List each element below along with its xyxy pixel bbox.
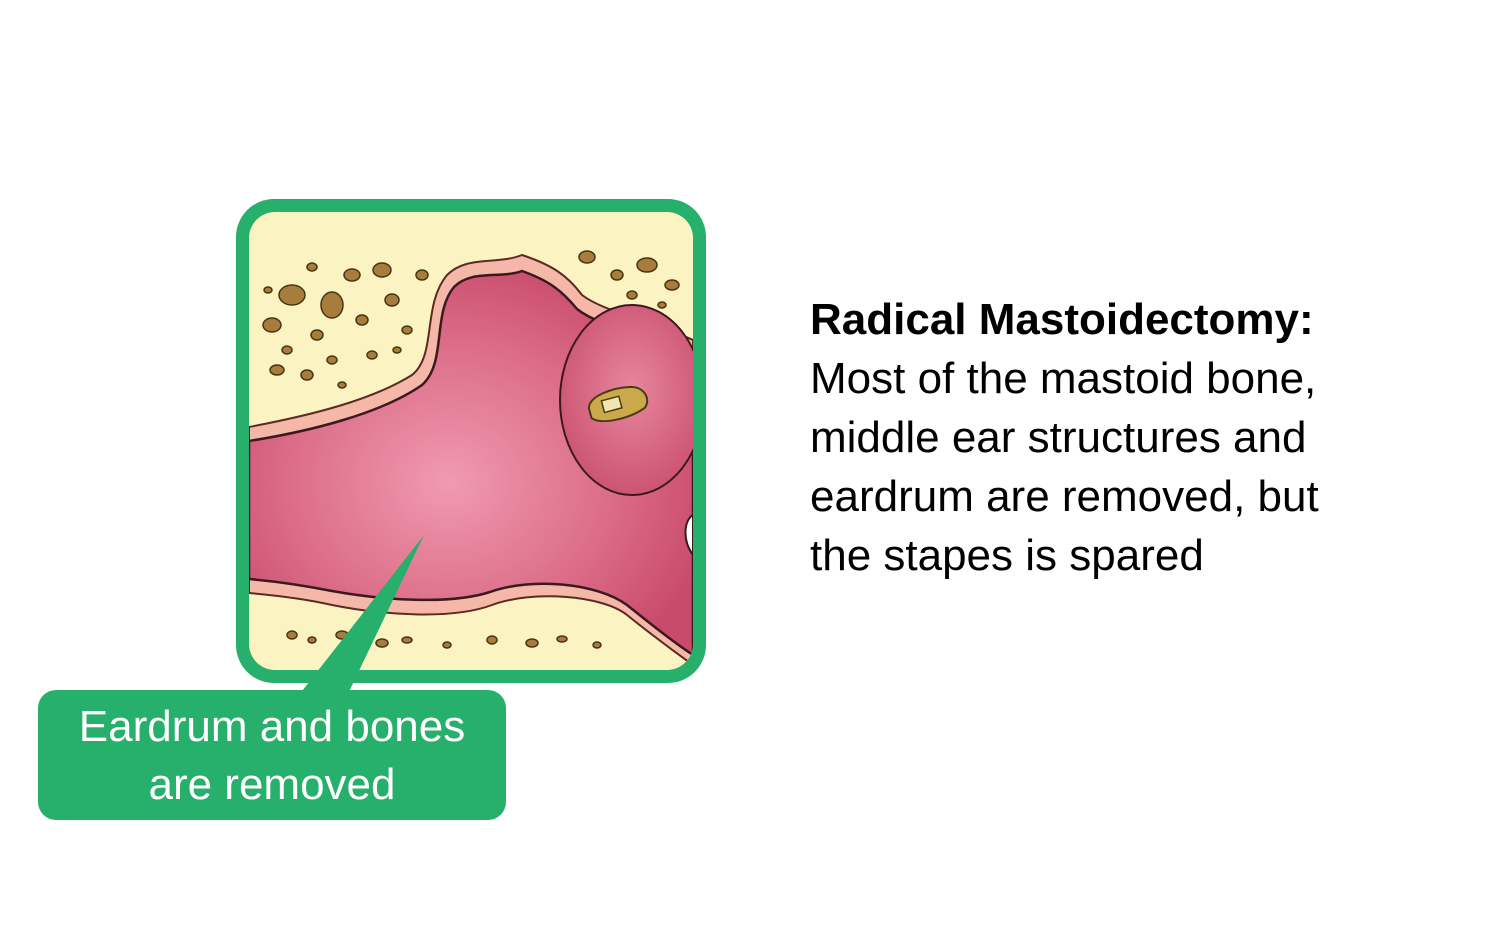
procedure-description: Radical Mastoidectomy: Most of the masto… bbox=[810, 290, 1450, 585]
callout-line-1: Eardrum and bones bbox=[78, 702, 466, 751]
description-line-3: eardrum are removed, but bbox=[810, 472, 1319, 521]
description-line-2: middle ear structures and bbox=[810, 413, 1307, 462]
description-line-4: the stapes is spared bbox=[810, 531, 1204, 580]
callout-line-2: are removed bbox=[148, 760, 396, 809]
description-line-1: Most of the mastoid bone, bbox=[810, 354, 1317, 403]
stapes-bone bbox=[587, 385, 649, 423]
bone-flecks bbox=[262, 250, 680, 649]
ear-cross-section-illustration bbox=[232, 195, 710, 687]
procedure-title: Radical Mastoidectomy: bbox=[810, 295, 1314, 344]
callout-label: Eardrum and bones are removed bbox=[38, 690, 506, 820]
